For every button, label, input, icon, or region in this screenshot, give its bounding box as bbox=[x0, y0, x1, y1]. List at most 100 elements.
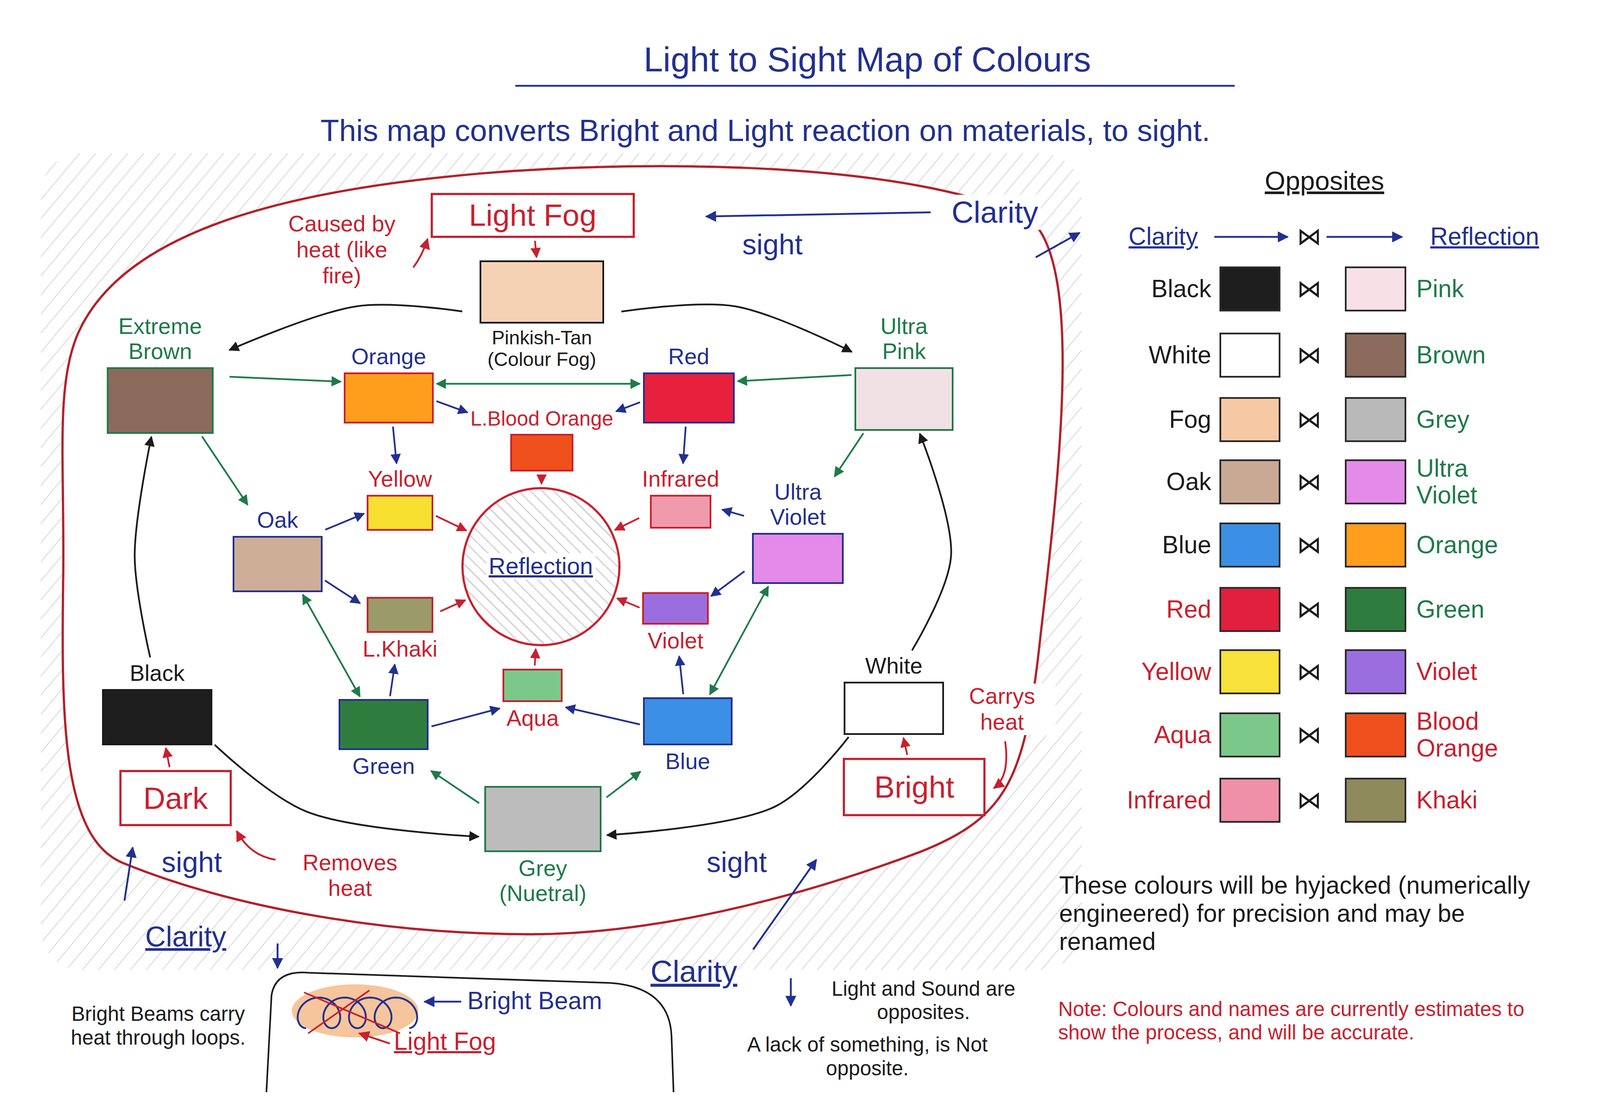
legend-text: Infrared bbox=[1126, 786, 1212, 814]
legend-swatch bbox=[1344, 266, 1407, 312]
leader-arrow bbox=[359, 1033, 391, 1044]
connector-arrow bbox=[431, 708, 500, 727]
annotation: Caused by heat (like fire) bbox=[275, 211, 409, 289]
swatch-label: Orange bbox=[351, 343, 426, 369]
colour-swatch: L.Khaki bbox=[362, 596, 438, 662]
legend-swatch bbox=[1219, 649, 1281, 695]
opposite-symbol: ⋈ bbox=[1296, 467, 1322, 496]
legend-text: Violet bbox=[1416, 658, 1478, 685]
colour-swatch: Green bbox=[338, 698, 429, 779]
swatch-label: Oak bbox=[256, 507, 298, 533]
connector-arrow bbox=[214, 744, 479, 837]
legend-swatch bbox=[1219, 459, 1281, 505]
annotation: These colours will be hyjacked (numerica… bbox=[1059, 870, 1559, 956]
header-arrow bbox=[1214, 236, 1288, 238]
annotation: Clarity bbox=[145, 920, 227, 954]
leader-arrow bbox=[1035, 232, 1080, 258]
node-text: Bright bbox=[874, 769, 955, 804]
colour-swatch: Infrared bbox=[641, 466, 720, 529]
annotation: sight bbox=[706, 845, 768, 879]
leader-arrow bbox=[276, 943, 279, 968]
legend-swatch bbox=[1344, 586, 1407, 632]
connector-arrow bbox=[325, 513, 365, 530]
connector-arrow bbox=[616, 402, 640, 412]
swatch-fill bbox=[854, 367, 954, 431]
swatch-fill bbox=[510, 433, 574, 472]
legend-swatch bbox=[1219, 266, 1281, 312]
opposite-symbol: ⋈ bbox=[1296, 595, 1322, 624]
node-text: Light Fog bbox=[468, 198, 597, 233]
legend-text: Red bbox=[1166, 595, 1212, 623]
swatch-label: Extreme Brown bbox=[93, 313, 227, 364]
swatch-fill bbox=[643, 697, 733, 746]
annotation: Note: Colours and names are currently es… bbox=[1058, 996, 1559, 1044]
legend-text: Brown bbox=[1416, 341, 1486, 369]
swatch-fill bbox=[102, 688, 213, 746]
opposite-symbol: ⋈ bbox=[1296, 720, 1322, 749]
connector-arrow bbox=[912, 433, 952, 651]
annotation: Opposites bbox=[1264, 165, 1385, 196]
map-outline bbox=[62, 166, 1063, 935]
colour-swatch: Yellow bbox=[366, 466, 433, 531]
colour-swatch: Blue bbox=[643, 697, 733, 774]
annotation: Bright Beams carry heat through loops. bbox=[56, 1001, 261, 1050]
annotation: Light and Sound are opposites. bbox=[813, 976, 1034, 1024]
colour-swatch: Orange bbox=[343, 343, 434, 424]
swatch-label: Ultra Pink bbox=[858, 313, 951, 364]
legend-text: White bbox=[1148, 341, 1212, 369]
legend-text: Orange bbox=[1416, 531, 1498, 559]
colour-swatch: Violet bbox=[642, 592, 709, 654]
connector-arrow bbox=[606, 771, 641, 798]
legend-text: Blood Orange bbox=[1416, 707, 1498, 762]
title: Light to Sight Map of Colours bbox=[643, 39, 1092, 80]
connector-arrow bbox=[436, 382, 640, 385]
connector-arrow bbox=[302, 594, 360, 697]
connector-arrow bbox=[903, 737, 908, 755]
swatch-fill bbox=[642, 592, 709, 625]
node-text: Dark bbox=[143, 780, 208, 816]
legend-swatch bbox=[1344, 712, 1407, 758]
state-box: Dark bbox=[119, 769, 232, 826]
swatch-label: Violet bbox=[647, 627, 704, 653]
connector-arrow bbox=[436, 400, 468, 413]
connector-arrow bbox=[229, 376, 341, 382]
connector-arrow bbox=[201, 436, 248, 505]
opposite-symbol: ⋈ bbox=[1296, 405, 1322, 434]
legend-swatch bbox=[1344, 777, 1407, 823]
connector-arrow bbox=[435, 515, 467, 531]
colour-swatch: Oak bbox=[232, 507, 323, 592]
legend-swatch bbox=[1344, 396, 1407, 442]
colour-swatch: Red bbox=[643, 343, 735, 424]
connector-arrow bbox=[621, 304, 852, 352]
colour-swatch: Pinkish-Tan (Colour Fog) bbox=[465, 260, 619, 371]
connector-arrow bbox=[614, 517, 640, 530]
opposite-symbol: ⋈ bbox=[1296, 785, 1322, 814]
legend-text: Pink bbox=[1416, 275, 1464, 303]
annotation: This map converts Bright and Light react… bbox=[320, 112, 1211, 148]
state-box: Light Fog bbox=[430, 192, 635, 238]
legend-text: Yellow bbox=[1141, 658, 1212, 685]
connector-arrow bbox=[534, 240, 537, 258]
swatch-label: Infrared bbox=[641, 466, 720, 492]
node-text: Light Fog bbox=[393, 1027, 496, 1055]
legend-swatch bbox=[1219, 522, 1281, 568]
swatch-label: Red bbox=[668, 343, 710, 369]
connector-arrow bbox=[440, 599, 466, 612]
node-text: Reflection bbox=[486, 553, 596, 580]
legend-text: Aqua bbox=[1154, 721, 1212, 749]
swatch-label: Pinkish-Tan (Colour Fog) bbox=[465, 326, 619, 371]
legend-swatch bbox=[1344, 522, 1407, 568]
colour-swatch: Extreme Brown bbox=[93, 313, 227, 434]
colour-swatch: Aqua bbox=[502, 668, 563, 731]
legend-text: Green bbox=[1416, 595, 1485, 623]
connector-arrow bbox=[134, 436, 152, 658]
colour-swatch: L.Blood Orange bbox=[470, 407, 614, 472]
leader-arrow bbox=[124, 847, 133, 901]
swatch-label: L.Blood Orange bbox=[470, 407, 614, 431]
leader-arrow bbox=[413, 238, 428, 268]
annotation: Reflection bbox=[1430, 222, 1540, 251]
opposite-symbol: ⋈ bbox=[1296, 222, 1322, 251]
swatch-fill bbox=[843, 681, 944, 735]
swatch-label: Aqua bbox=[506, 705, 559, 731]
